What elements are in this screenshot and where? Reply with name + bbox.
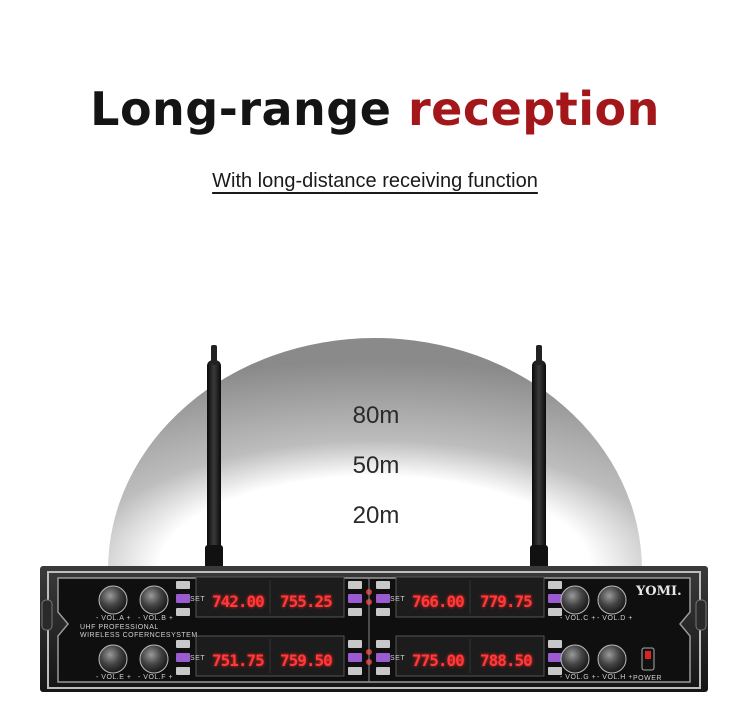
vol-label-g: - VOL.G +: [560, 674, 597, 681]
antenna-left: [205, 345, 223, 570]
range-label-80m: 80m: [352, 402, 400, 429]
set-label: SET: [390, 596, 406, 603]
subtitle-text: With long-distance receiving function: [212, 170, 538, 192]
antenna-right: [530, 345, 548, 570]
model-line1: UHF PROFESSIONAL: [80, 624, 159, 631]
knob-vol-b: [139, 585, 169, 615]
set-label: SET: [190, 655, 206, 662]
knob-vol-d: [597, 585, 627, 615]
headline-part2: reception: [407, 82, 660, 136]
vol-label-c: - VOL.C +: [560, 615, 596, 622]
knob-vol-e: [98, 644, 128, 674]
power-label: POWER: [633, 675, 662, 682]
vol-label-b: - VOL.B +: [138, 615, 174, 622]
headline-part1: Long-range: [90, 82, 392, 136]
headline: Long-range reception: [0, 82, 750, 136]
knob-vol-g: [560, 644, 590, 674]
range-label-50m: 50m: [352, 452, 400, 479]
knob-vol-f: [139, 644, 169, 674]
model-line2: WIRELESS COFERNCESYSTEM: [80, 632, 198, 639]
lcd-freq-h: 788.50: [480, 651, 533, 670]
set-label: SET: [390, 655, 406, 662]
brand-logo: YOMI.: [636, 584, 682, 599]
knob-vol-c: [560, 585, 590, 615]
lcd-freq-g: 775.00: [412, 651, 465, 670]
vol-label-d: - VOL.D +: [597, 615, 633, 622]
lcd-freq-a: 742.00: [212, 592, 265, 611]
lcd-freq-d: 779.75: [480, 592, 533, 611]
range-arc-inner: [260, 475, 490, 570]
range-label-20m: 20m: [352, 502, 400, 529]
set-label: SET: [190, 596, 206, 603]
knob-vol-a: [98, 585, 128, 615]
range-arc: [108, 338, 642, 570]
vol-label-f: - VOL.F +: [138, 674, 174, 681]
knob-vol-h: [597, 644, 627, 674]
receiver-unit: [40, 566, 708, 692]
vol-label-a: - VOL.A +: [96, 615, 132, 622]
lcd-freq-f: 759.50: [280, 651, 333, 670]
subtitle: With long-distance receiving function: [0, 170, 750, 193]
lcd-freq-e: 751.75: [212, 651, 265, 670]
vol-label-e: - VOL.E +: [96, 674, 132, 681]
lcd-freq-c: 766.00: [412, 592, 465, 611]
vol-label-h: - VOL.H +: [597, 674, 633, 681]
lcd-freq-b: 755.25: [280, 592, 333, 611]
